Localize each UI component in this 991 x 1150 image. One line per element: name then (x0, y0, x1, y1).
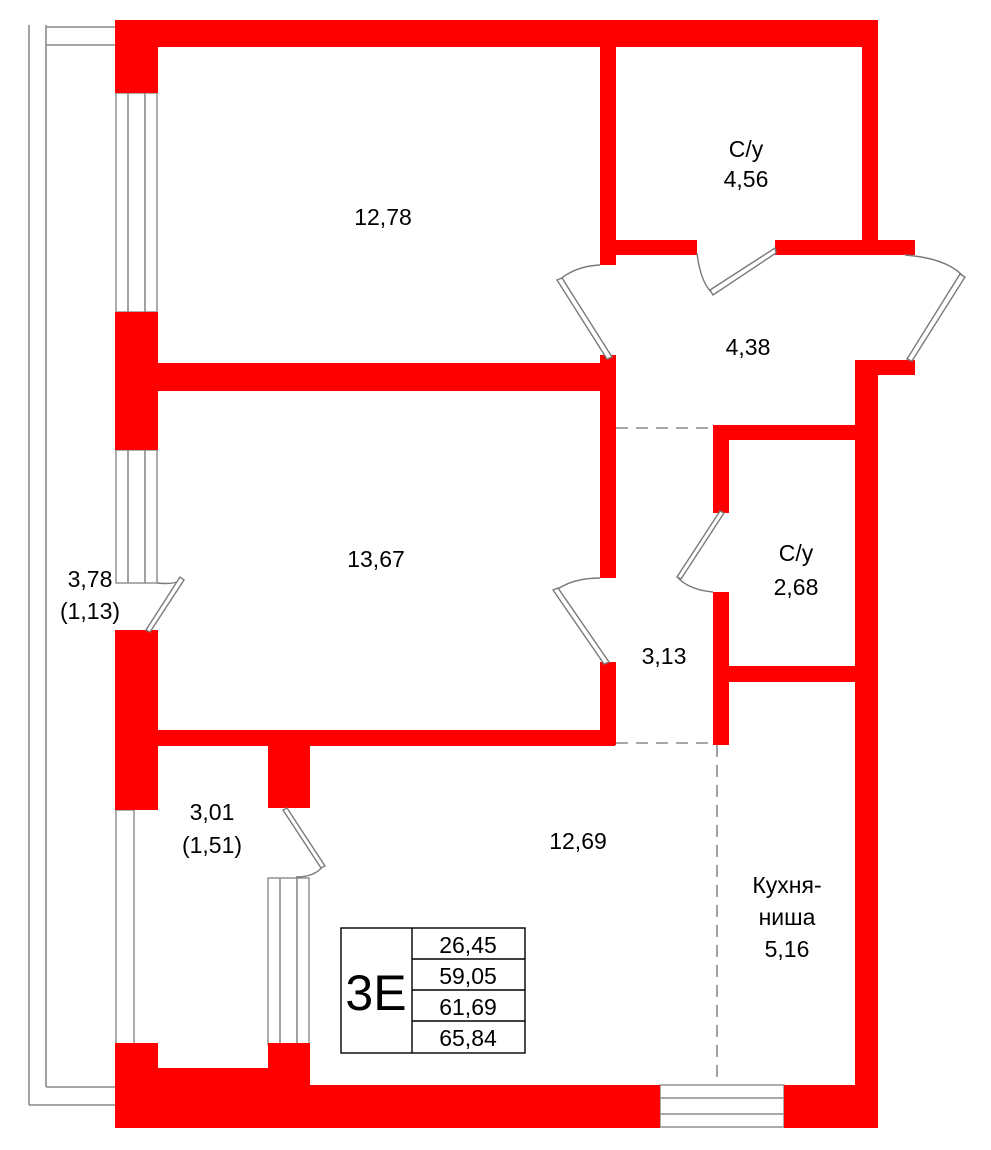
door-balcony (144, 575, 185, 633)
window-loggia-left (115, 809, 135, 1046)
room-bathroom-top-area: 4,56 (724, 166, 769, 192)
loggia-area-reduced: (1,51) (182, 832, 242, 858)
door-bedroom-middle (551, 577, 611, 665)
room-corridor-area: 3,13 (642, 643, 687, 669)
room-hall-area: 4,38 (726, 334, 771, 360)
door-loggia (281, 807, 327, 878)
summary-table: 3E 26,45 59,05 61,69 65,84 (340, 927, 526, 1054)
zone-dividers (616, 427, 718, 1085)
walls (115, 20, 915, 1128)
room-kitchen-name-2: ниша (759, 904, 816, 930)
loggia-area: 3,01 (190, 799, 235, 825)
window-kitchen-bottom (659, 1084, 785, 1128)
door-hall-right (904, 254, 966, 362)
room-bathroom-small-area: 2,68 (774, 574, 819, 600)
balcony-area: 3,78 (68, 566, 113, 592)
room-bathroom-small-name: С/у (779, 540, 814, 566)
room-bedroom-top-area: 12,78 (354, 204, 412, 230)
door-bedroom-top (555, 264, 614, 360)
window-top-left (115, 92, 158, 313)
room-labels: 12,78 С/у 4,56 4,38 13,67 С/у 2,68 3,13 … (60, 136, 822, 962)
room-bedroom-middle-area: 13,67 (347, 546, 405, 572)
room-bathroom-top-name: С/у (729, 136, 764, 162)
area-total: 65,84 (439, 1025, 497, 1051)
balcony-area-reduced: (1,13) (60, 598, 120, 624)
area-total-reduced: 61,69 (439, 994, 497, 1020)
room-kitchen-name-1: Кухня- (752, 872, 821, 898)
window-loggia-right (267, 877, 310, 1046)
room-living-area: 12,69 (549, 828, 607, 854)
door-bathroom-small (675, 510, 726, 593)
area-living: 26,45 (439, 932, 497, 958)
balcony-outline (28, 25, 115, 1106)
area-total-no-balcony: 59,05 (439, 963, 497, 989)
unit-code: 3E (345, 965, 406, 1021)
room-kitchen-area: 5,16 (765, 936, 810, 962)
window-middle-left (115, 449, 158, 584)
door-bathroom-top (696, 246, 777, 296)
